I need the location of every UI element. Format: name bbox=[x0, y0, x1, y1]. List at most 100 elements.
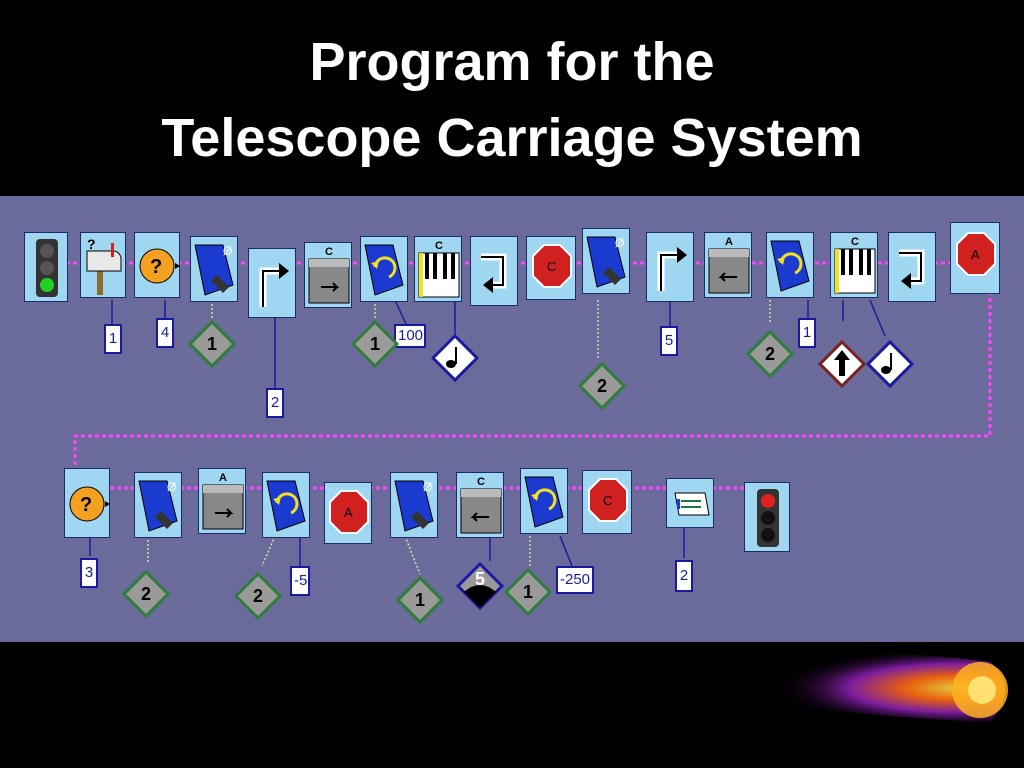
send-message-block[interactable] bbox=[666, 478, 714, 528]
begin-block[interactable] bbox=[24, 232, 68, 302]
title-line-1: Program for the bbox=[309, 32, 715, 92]
motor-rotate-icon bbox=[266, 480, 306, 532]
diamond-value: 2 bbox=[764, 344, 775, 364]
diamond-value: 2 bbox=[252, 586, 263, 606]
sensor-diamond[interactable]: 1 bbox=[188, 320, 236, 368]
end-block[interactable] bbox=[744, 482, 790, 552]
sensor-diamond[interactable]: 1 bbox=[351, 320, 399, 368]
title-line-2: Telescope Carriage System bbox=[161, 108, 863, 168]
svg-text:C: C bbox=[477, 476, 485, 488]
motor-rotate-block-2[interactable] bbox=[766, 232, 814, 298]
svg-text:A: A bbox=[725, 236, 733, 248]
diamond-value: 5 bbox=[474, 569, 485, 589]
sensor-diamond[interactable]: 2 bbox=[746, 330, 794, 378]
slide-title: Program for the Telescope Carriage Syste… bbox=[0, 0, 1024, 190]
svg-text:Ø: Ø bbox=[167, 480, 176, 494]
traffic-light-stop-icon bbox=[757, 489, 779, 547]
loop-start-block-1[interactable] bbox=[248, 248, 296, 318]
stop-sign-icon: A bbox=[956, 232, 996, 276]
motor-stop-block-1[interactable]: Ø bbox=[190, 236, 238, 302]
motor-rotate-block-4[interactable] bbox=[520, 468, 568, 534]
value-box[interactable]: 2 bbox=[266, 388, 284, 418]
motor-a-reverse-block[interactable]: A bbox=[704, 232, 752, 298]
diamond-value: 2 bbox=[596, 376, 607, 396]
motor-stop-block-3[interactable]: Ø bbox=[134, 472, 182, 538]
svg-text:C: C bbox=[547, 259, 556, 274]
value-box[interactable]: -5 bbox=[290, 566, 310, 596]
stop-sign-icon: C bbox=[588, 478, 628, 522]
svg-text:?: ? bbox=[80, 494, 92, 516]
svg-text:A: A bbox=[219, 472, 227, 484]
value-box[interactable]: 2 bbox=[675, 560, 693, 592]
motor-c-forward-block[interactable]: C bbox=[304, 242, 352, 308]
piano-icon: C bbox=[834, 236, 876, 294]
sensor-diamond[interactable]: 1 bbox=[504, 568, 552, 616]
loop-start-block-2[interactable] bbox=[646, 232, 694, 302]
motor-reverse-icon: A bbox=[708, 236, 750, 294]
wait-block[interactable]: ? bbox=[134, 232, 180, 298]
loop-end-icon bbox=[899, 249, 925, 289]
value-box[interactable]: 100 bbox=[394, 324, 426, 348]
wait-block-2[interactable]: ? bbox=[64, 468, 110, 538]
sensor-diamond[interactable]: 2 bbox=[122, 570, 170, 618]
piano-icon: C bbox=[418, 240, 460, 298]
mailbox-block[interactable]: ? bbox=[80, 232, 126, 298]
motor-stop-icon: Ø bbox=[194, 244, 234, 296]
loop-start-icon bbox=[259, 263, 289, 307]
motor-rotate-icon bbox=[770, 240, 810, 292]
svg-text:C: C bbox=[603, 493, 612, 508]
motor-stop-block-4[interactable]: Ø bbox=[390, 472, 438, 538]
motor-rotate-icon bbox=[524, 476, 564, 528]
stop-a-block-1[interactable]: A bbox=[950, 222, 1000, 294]
sensor-diamond[interactable]: 2 bbox=[578, 362, 626, 410]
motor-a-forward-block[interactable]: A bbox=[198, 468, 246, 534]
svg-text:C: C bbox=[435, 240, 443, 252]
motor-rotate-icon bbox=[364, 244, 404, 296]
motor-rotate-block-3[interactable] bbox=[262, 472, 310, 538]
stop-sign-icon: A bbox=[329, 490, 369, 534]
svg-text:C: C bbox=[851, 236, 859, 248]
sensor-connectors bbox=[147, 300, 771, 575]
svg-text:C: C bbox=[325, 246, 333, 258]
value-box[interactable]: 1 bbox=[104, 324, 122, 354]
question-timer-icon: ? bbox=[69, 486, 110, 522]
motor-forward-icon: C bbox=[308, 246, 350, 304]
motor-stop-block-2[interactable]: Ø bbox=[582, 228, 630, 294]
value-box[interactable]: 5 bbox=[660, 326, 678, 356]
svg-text:A: A bbox=[344, 505, 353, 520]
svg-text:A: A bbox=[971, 247, 980, 262]
value-box[interactable]: 1 bbox=[798, 318, 816, 348]
motor-c-reverse-block[interactable]: C bbox=[456, 472, 504, 538]
up-arrow-diamond[interactable] bbox=[818, 340, 866, 388]
value-box[interactable]: 4 bbox=[156, 318, 174, 348]
value-box[interactable]: 3 bbox=[80, 558, 98, 588]
stop-c-block-2[interactable]: C bbox=[582, 470, 632, 534]
value-connectors bbox=[89, 299, 886, 567]
loop-end-block-1[interactable] bbox=[470, 236, 518, 306]
svg-text:?: ? bbox=[150, 256, 162, 278]
music-note-icon bbox=[431, 334, 479, 382]
piano-block-1[interactable]: C bbox=[414, 236, 462, 302]
stop-a-block-2[interactable]: A bbox=[324, 482, 372, 544]
diamond-value: 1 bbox=[206, 334, 217, 354]
motor-forward-icon: A bbox=[202, 472, 244, 530]
value-box[interactable]: -250 bbox=[556, 566, 594, 594]
music-note-icon bbox=[866, 340, 914, 388]
diamond-value: 1 bbox=[369, 334, 380, 354]
stop-sign-icon: C bbox=[532, 244, 572, 288]
stop-c-block-1[interactable]: C bbox=[526, 236, 576, 300]
motor-reverse-icon: C bbox=[460, 476, 502, 534]
sensor-diamond[interactable]: 1 bbox=[396, 576, 444, 624]
loop-end-block-2[interactable] bbox=[888, 232, 936, 302]
motor-rotate-block-1[interactable] bbox=[360, 236, 408, 302]
sensor-diamond[interactable]: 2 bbox=[234, 572, 282, 620]
svg-text:Ø: Ø bbox=[615, 236, 624, 250]
dark-diamond[interactable]: 5 bbox=[456, 562, 504, 610]
up-arrow-icon bbox=[818, 340, 866, 388]
motor-stop-icon: Ø bbox=[394, 480, 434, 532]
note-diamond-1[interactable] bbox=[431, 334, 479, 382]
program-canvas: ? ? Ø C bbox=[0, 196, 1024, 642]
piano-block-2[interactable]: C bbox=[830, 232, 878, 298]
note-diamond-2[interactable] bbox=[866, 340, 914, 388]
motor-stop-icon: Ø bbox=[138, 480, 178, 532]
